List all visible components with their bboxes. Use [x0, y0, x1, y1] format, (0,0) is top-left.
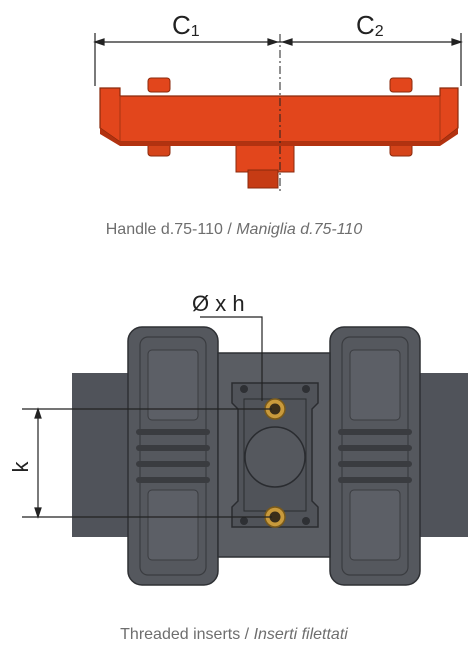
handle-body — [99, 77, 459, 189]
dimension-lines — [93, 33, 463, 86]
diameter-leader — [200, 316, 263, 401]
valve-inserts-drawing: Ø x h k — [8, 291, 468, 586]
handle-caption: Handle d.75-110 / Maniglia d.75-110 — [105, 221, 363, 238]
k-label: k — [8, 461, 33, 473]
threaded-insert-bottom — [264, 506, 286, 528]
inserts-caption: Threaded inserts / Inserti filettati — [120, 626, 348, 643]
left-union-nut — [127, 326, 219, 586]
diameter-label: Ø x h — [192, 291, 245, 316]
left-pipe — [72, 373, 134, 537]
handle-drawing: C1 C2 — [93, 10, 463, 192]
right-pipe — [412, 373, 468, 537]
threaded-insert-top — [264, 398, 286, 420]
right-union-nut — [329, 326, 421, 586]
dimension-c1-label: C1 — [172, 10, 200, 40]
dimension-c2-label: C2 — [356, 10, 384, 40]
k-dimension — [22, 407, 272, 519]
